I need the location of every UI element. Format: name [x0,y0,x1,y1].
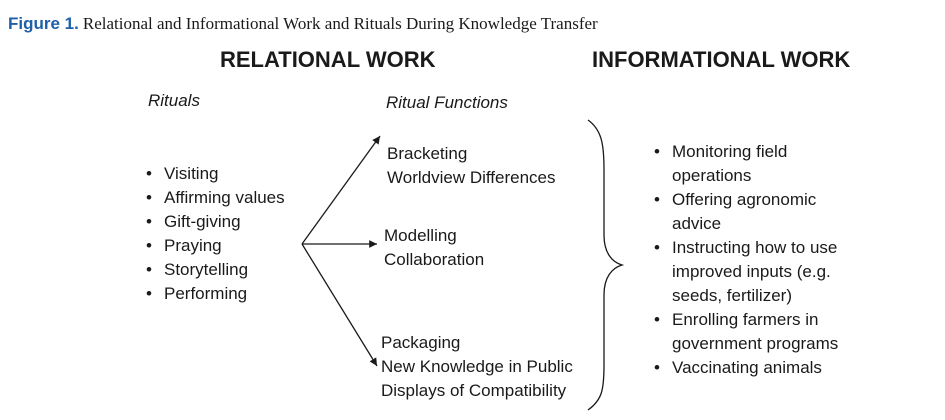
function-modelling: Modelling Collaboration [384,224,484,272]
function-title: Modelling [384,226,457,245]
arrow-to-packaging [301,243,378,367]
function-bracketing: Bracketing Worldview Differences [387,142,556,190]
figure-title: Relational and Informational Work and Ri… [82,14,598,33]
function-detail: New Knowledge in Public [381,357,573,376]
ritual-item: Praying [146,234,285,258]
function-title: Packaging [381,333,461,352]
informational-item: Instructing how to use improved inputs (… [654,236,864,308]
informational-item: Enrolling farmers in government programs [654,308,864,356]
rituals-column-label: Rituals [148,91,200,110]
function-detail: Worldview Differences [387,168,556,187]
informational-work-list: Monitoring field operations Offering agr… [654,140,864,380]
ritual-item: Visiting [146,162,285,186]
figure-caption: Figure 1.Relational and Informational Wo… [8,14,598,34]
function-packaging: Packaging New Knowledge in Public Displa… [381,331,573,403]
function-detail: Displays of Compatibility [381,381,567,400]
relational-work-heading: RELATIONAL WORK [220,47,436,72]
function-title: Bracketing [387,144,468,163]
ritual-item: Gift-giving [146,210,285,234]
informational-item: Vaccinating animals [654,356,864,380]
ritual-item: Performing [146,282,285,306]
right-curly-brace [587,119,625,411]
informational-work-heading: INFORMATIONAL WORK [592,47,851,72]
rituals-list: Visiting Affirming values Gift-giving Pr… [146,162,285,306]
ritual-item: Affirming values [146,186,285,210]
figure-label: Figure 1. [8,14,79,33]
ritual-functions-column-label: Ritual Functions [386,93,508,112]
informational-item: Monitoring field operations [654,140,864,188]
arrow-to-bracketing [301,135,381,245]
function-detail: Collaboration [384,250,485,269]
ritual-item: Storytelling [146,258,285,282]
informational-item: Offering agronomic advice [654,188,864,236]
